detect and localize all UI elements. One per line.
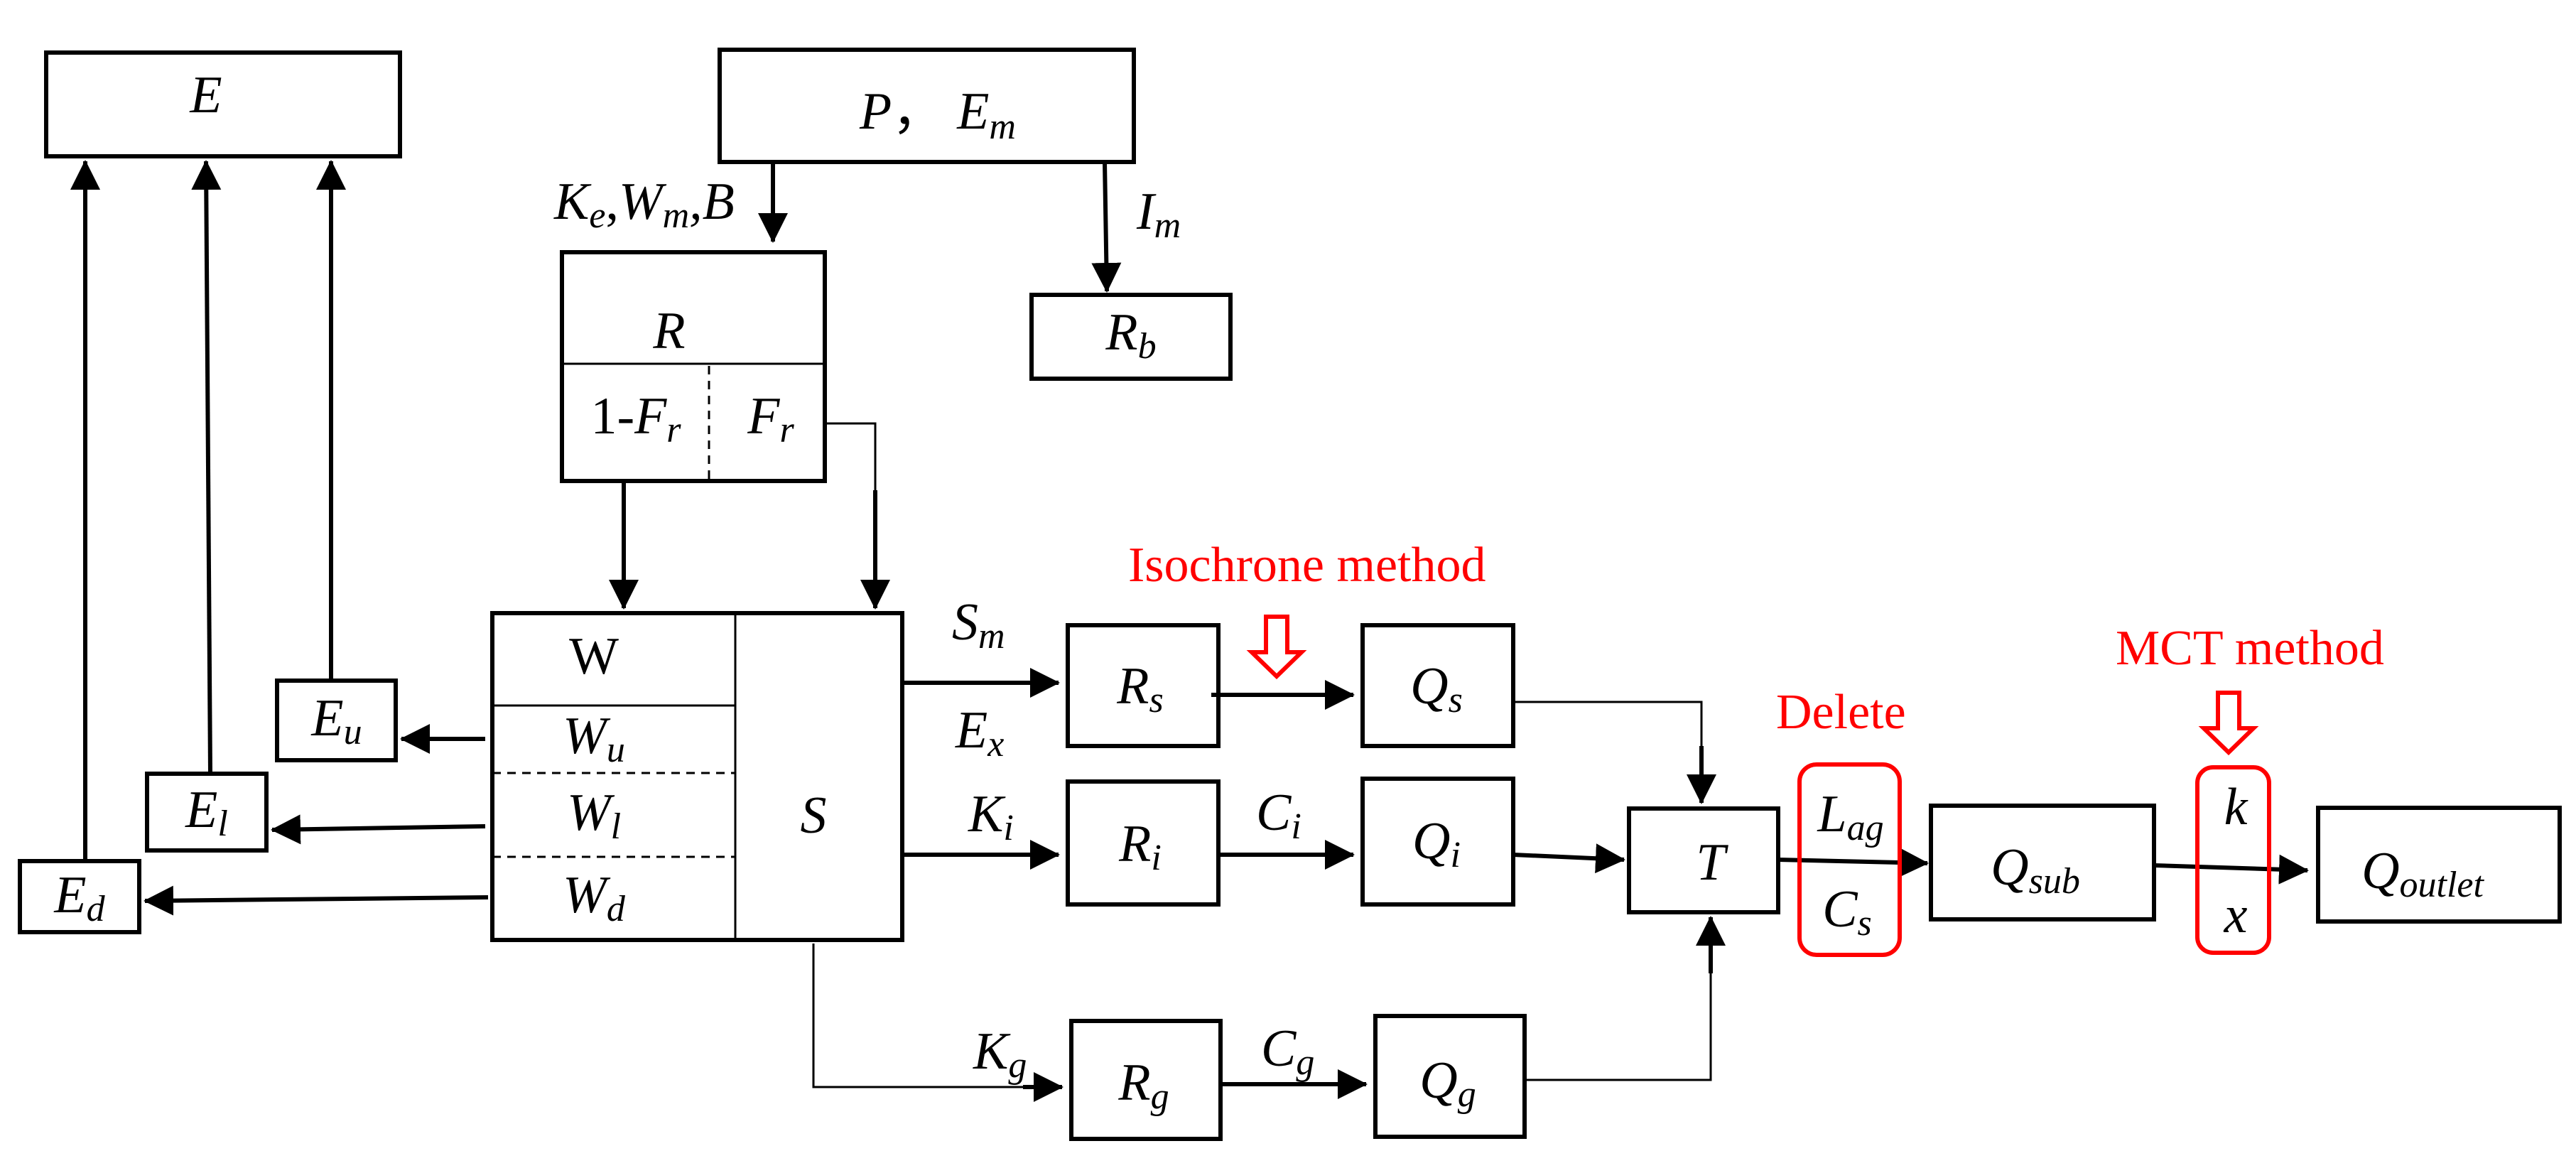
upper-layer-label: Wu [563, 707, 625, 770]
kg-label: Kg [973, 1022, 1027, 1086]
impervious-label: Im [1136, 183, 1181, 246]
parameters-label: Ke,Wm,B [553, 173, 735, 236]
el-label: El [185, 781, 228, 844]
x-label: x [2224, 886, 2248, 944]
ri-box [1066, 779, 1221, 907]
runoff-fraction-label: Fr [747, 387, 794, 450]
lag-label: Lag [1817, 785, 1883, 848]
tension-water-label: W [569, 627, 619, 686]
runoff-box [560, 250, 827, 483]
qg-box [1373, 1014, 1527, 1139]
eu-box [275, 679, 398, 762]
ex-label: Ex [955, 701, 1004, 764]
total-box [1627, 806, 1780, 914]
delete-highlight-box [1797, 762, 1902, 957]
input-label: P，Em [859, 82, 1016, 147]
isochrone-arrow-icon [1246, 615, 1307, 680]
rb-box [1029, 293, 1233, 381]
eu-label: Eu [310, 689, 362, 752]
qoutlet-box [2316, 806, 2562, 924]
cg-label: Cg [1261, 1020, 1314, 1083]
qoutlet-label: Qoutlet [2361, 842, 2484, 905]
qg-to-t-connector [1525, 966, 1712, 1081]
mct-arrow-icon [2198, 691, 2259, 756]
storage-block [490, 611, 904, 942]
qs-to-t-connector [1513, 701, 1703, 753]
rg-box [1069, 1019, 1223, 1141]
qi-label: Qi [1412, 812, 1461, 875]
el-to-e-arrow [191, 160, 222, 774]
wl-to-el-arrow [271, 814, 486, 845]
evaporation-total-box [44, 50, 402, 158]
free-water-label: S [801, 786, 827, 845]
sm-label: Sm [952, 593, 1005, 656]
mct-method-annotation: MCT method [2116, 621, 2384, 676]
rb-label: Rb [1105, 303, 1156, 367]
runoff-label: R [652, 302, 685, 360]
s-to-rg-connector [812, 944, 1030, 1088]
qsub-to-qoutlet-arrow [2153, 854, 2309, 885]
t-to-qsub-arrow [1777, 848, 1929, 878]
input-box [718, 48, 1136, 164]
ri-label: Ri [1118, 815, 1162, 878]
qi-box [1360, 777, 1515, 907]
rs-box [1066, 623, 1221, 748]
qsub-label: Qsub [1991, 838, 2080, 902]
qsub-box [1929, 804, 2156, 921]
qs-box [1360, 623, 1515, 748]
qs-label: Qs [1410, 657, 1463, 720]
evaporation-total-label: E [189, 66, 222, 124]
wd-to-ed-arrow [144, 885, 489, 916]
ci-label: Ci [1256, 784, 1301, 847]
rs-label: Rs [1116, 657, 1163, 720]
impervious-fraction-label: 1-Fr [590, 387, 681, 450]
mct-highlight-box [2195, 765, 2271, 955]
qi-to-t-arrow [1512, 843, 1625, 874]
input-to-rb-arrow [1091, 161, 1122, 293]
fr-connector [825, 422, 877, 497]
rg-label: Rg [1117, 1054, 1169, 1117]
lower-layer-label: Wl [567, 784, 621, 847]
ed-box [18, 859, 141, 934]
isochrone-method-annotation: Isochrone method [1128, 538, 1485, 593]
deep-layer-label: Wd [563, 866, 626, 929]
delete-annotation: Delete [1776, 685, 1906, 740]
cs-label: Cs [1822, 880, 1872, 944]
k-label: k [2224, 778, 2248, 836]
total-label: T [1696, 833, 1728, 892]
ed-label: Ed [53, 866, 105, 929]
el-box [145, 772, 269, 853]
qg-label: Qg [1419, 1052, 1476, 1115]
ki-label: Ki [968, 785, 1014, 848]
